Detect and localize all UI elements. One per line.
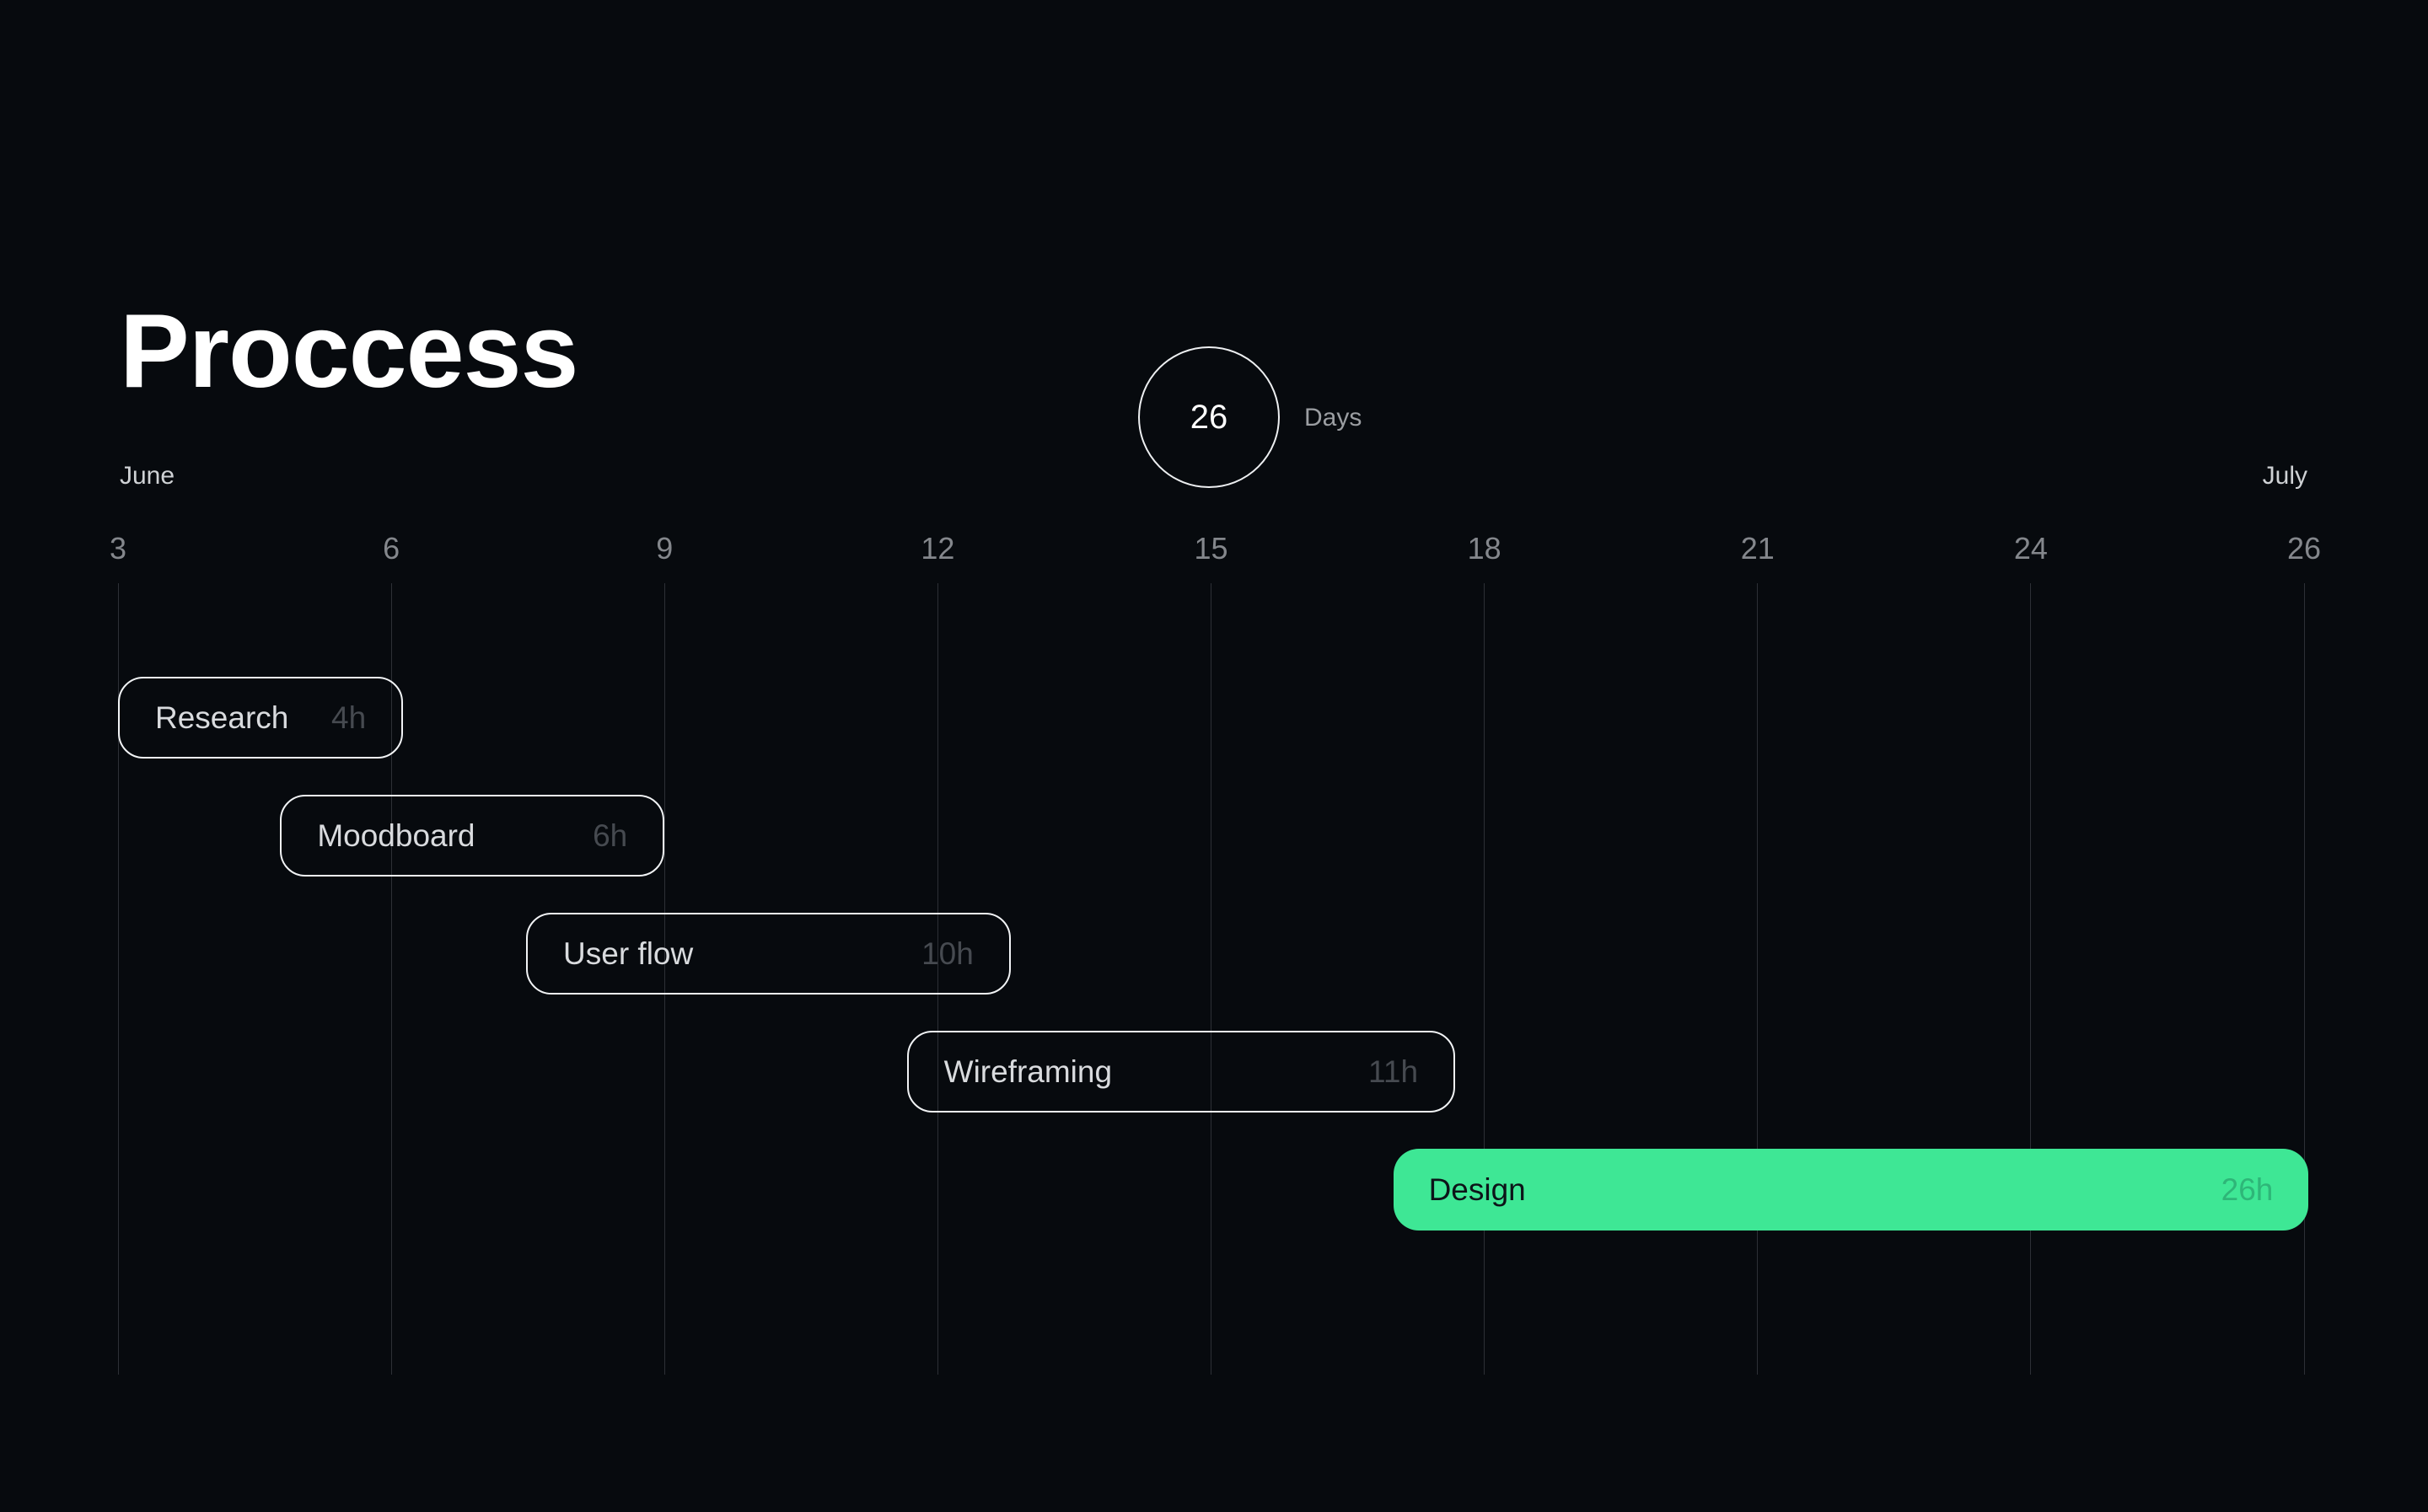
day-gridline — [2303, 583, 2305, 1375]
task-bar-research[interactable]: Research 4h — [118, 677, 404, 759]
task-bar-wireframing[interactable]: Wireframing 11h — [906, 1031, 1456, 1113]
task-name-research: Research — [155, 700, 289, 735]
days-count-value: 26 — [1190, 398, 1228, 436]
axis-tick-label: 21 — [1740, 531, 1775, 566]
axis-tick-label: 3 — [109, 531, 127, 566]
day-gridline — [937, 583, 938, 1375]
axis-tick-label: 24 — [2013, 531, 2048, 566]
june-label: June — [120, 462, 175, 490]
day-gridline — [2030, 583, 2032, 1375]
axis-tick-label: 9 — [656, 531, 674, 566]
july-label: July — [2262, 462, 2307, 490]
task-bar-user-flow[interactable]: User flow 10h — [526, 913, 1011, 995]
days-unit-label: Days — [1304, 404, 1362, 432]
axis-tick-label: 26 — [2286, 531, 2322, 566]
task-hours-wireframing: 11h — [1368, 1054, 1419, 1089]
axis-tick-label: 6 — [383, 531, 400, 566]
day-gridline — [663, 583, 665, 1375]
task-name-user-flow: User flow — [563, 936, 694, 971]
task-hours-user-flow: 10h — [921, 936, 974, 971]
task-hours-moodboard: 6h — [593, 818, 628, 853]
page-title: Proccess — [120, 293, 579, 410]
task-name-wireframing: Wireframing — [943, 1054, 1113, 1089]
axis-tick-label: 18 — [1467, 531, 1501, 566]
day-gridline — [117, 583, 119, 1375]
day-gridline — [1757, 583, 1759, 1375]
axis-tick-label: 15 — [1194, 531, 1228, 566]
task-hours-design: 26h — [2221, 1172, 2274, 1207]
days-count-badge: 26 — [1138, 346, 1280, 488]
task-bar-moodboard[interactable]: Moodboard 6h — [280, 795, 665, 877]
task-bar-design[interactable]: Design 26h — [1393, 1149, 2309, 1231]
task-name-moodboard: Moodboard — [317, 818, 475, 853]
task-name-design: Design — [1428, 1172, 1526, 1207]
day-gridline — [1484, 583, 1485, 1375]
task-hours-research: 4h — [331, 700, 367, 735]
axis-tick-label: 12 — [921, 531, 955, 566]
day-gridline — [390, 583, 392, 1375]
